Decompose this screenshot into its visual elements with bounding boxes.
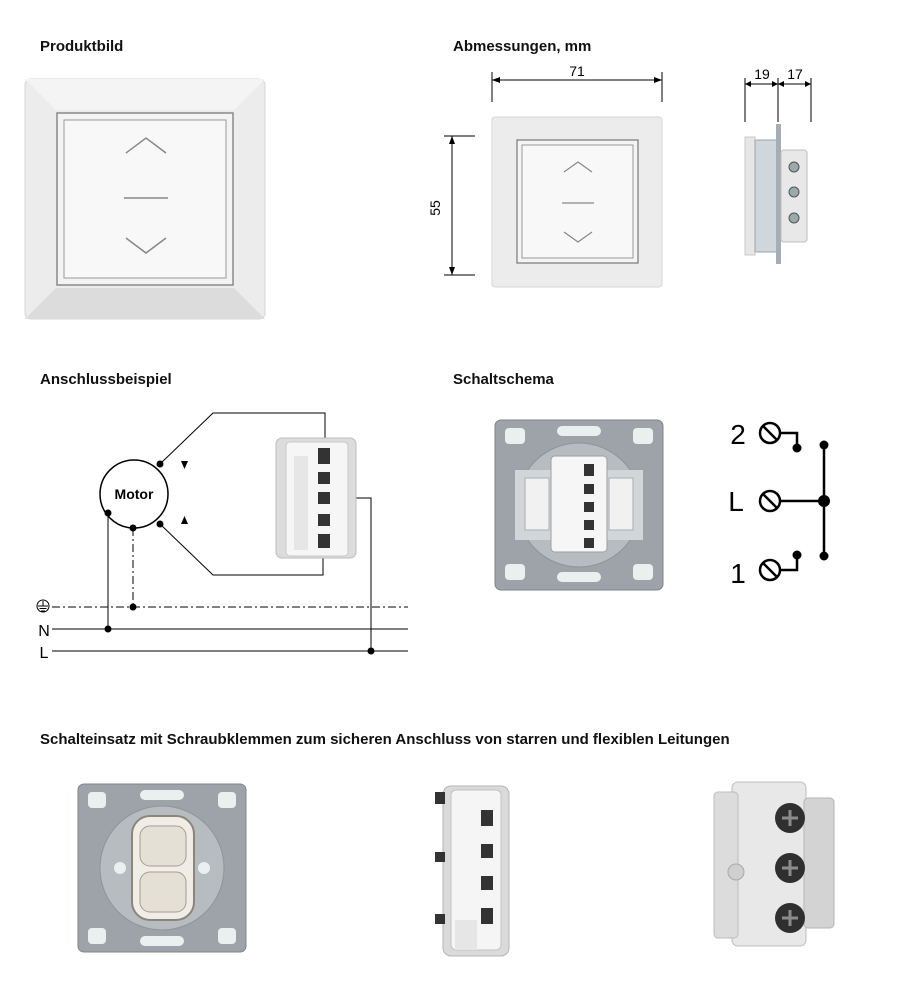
height-dimension-label: 55 <box>430 200 443 216</box>
width-dimension-label: 71 <box>569 63 585 79</box>
depth-front-label: 19 <box>754 66 770 82</box>
switch-insert-screw-terminals-photo <box>713 781 835 947</box>
terminal-1-label: 1 <box>730 558 746 589</box>
circuit-schematic: 2 L 1 <box>728 419 830 589</box>
up-arrow-icon <box>125 137 167 154</box>
neutral-label: N <box>38 623 50 640</box>
down-arrow-icon <box>125 237 167 254</box>
live-label: L <box>40 645 49 662</box>
connection-diagram: Motor N L <box>36 412 408 662</box>
insert-description-heading: Schalteinsatz mit Schraubklemmen zum sic… <box>40 731 730 748</box>
up-direction-icon <box>181 516 188 524</box>
switch-insert-front-photo <box>77 783 247 953</box>
product-image-heading: Produktbild <box>40 38 124 55</box>
depth-back-label: 17 <box>787 66 803 82</box>
product-switch-photo <box>24 78 266 320</box>
terminal-2-label: 2 <box>730 419 746 450</box>
ground-symbol-icon <box>36 599 50 613</box>
terminal-l-label: L <box>728 486 744 517</box>
dimensions-heading: Abmessungen, mm <box>453 38 592 55</box>
switch-insert-terminal-side-photo <box>435 785 510 957</box>
dimension-drawing-front: 71 55 <box>430 63 663 288</box>
motor-label: Motor <box>115 486 154 502</box>
down-direction-icon <box>181 461 188 469</box>
connection-example-heading: Anschlussbeispiel <box>40 371 172 388</box>
switch-insert-back-photo <box>494 419 664 591</box>
dimension-drawing-side: 19 17 <box>744 66 812 264</box>
schematic-heading: Schaltschema <box>453 371 554 388</box>
